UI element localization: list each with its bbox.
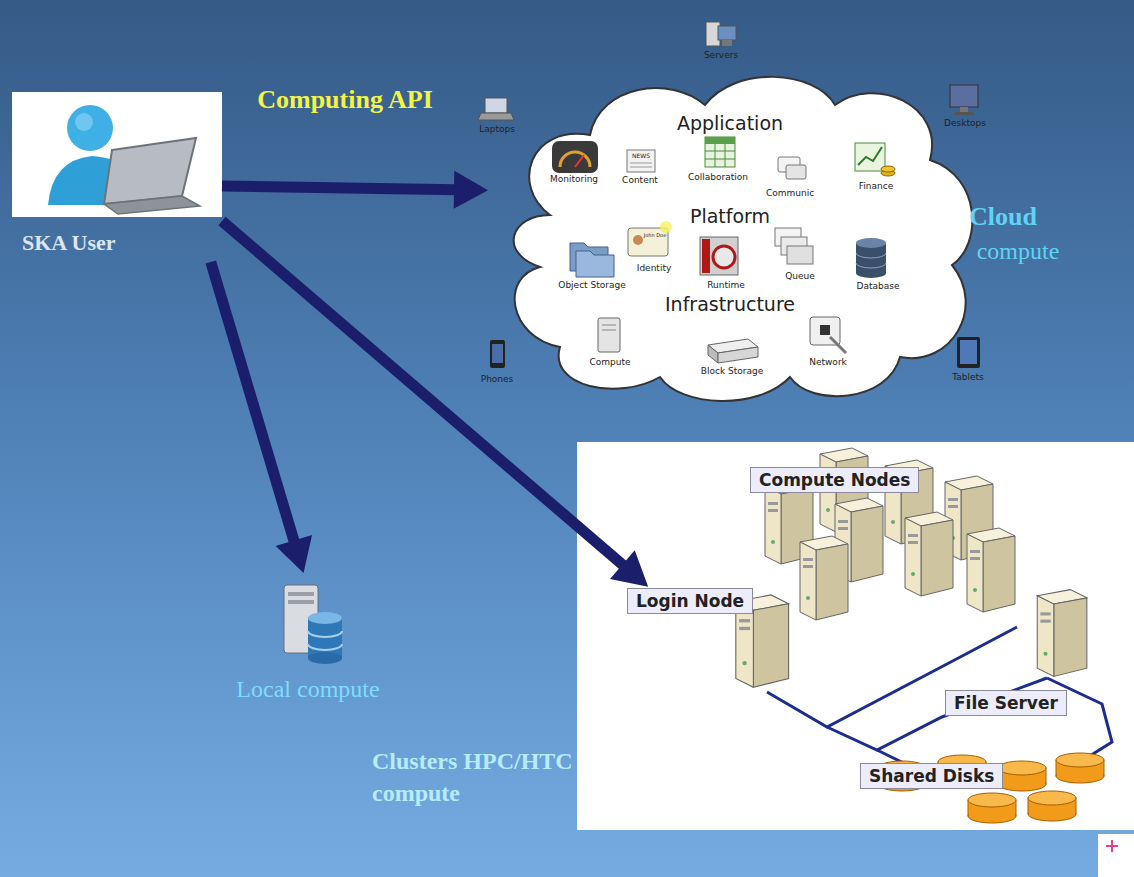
icon-label: Laptops — [479, 124, 515, 134]
icon-label: Network — [809, 357, 847, 367]
icon-label: Compute — [589, 357, 630, 367]
edge-label: Computing API — [250, 84, 440, 115]
tag-text: Login Node — [636, 591, 744, 611]
icon-label: NEWS — [632, 152, 650, 159]
icon-label: Collaboration — [688, 172, 748, 182]
icon-label: Queue — [785, 271, 815, 281]
node-text: SKA User — [22, 230, 212, 256]
icon-label: Object Storage — [558, 280, 625, 290]
icon-label: Finance — [859, 181, 893, 191]
node-text: Platform — [630, 205, 830, 228]
arrow-head — [610, 550, 648, 587]
node-text: Clusters HPC/HTC compute — [372, 745, 587, 809]
cloud-node: ApplicationPlatformInfrastructure — [490, 65, 980, 405]
icon-label: Runtime — [707, 280, 745, 290]
icon-label: Tablets — [952, 372, 984, 382]
file-server-tag: File Server — [945, 690, 1067, 716]
login-node-tag: Login Node — [627, 588, 753, 614]
node-text: Application — [630, 112, 830, 135]
connector-arrow — [222, 221, 648, 587]
connector-arrow — [222, 171, 488, 209]
arrow-head — [454, 171, 488, 209]
node-text: Infrastructure — [630, 293, 830, 316]
user-node: SKA User — [12, 92, 222, 262]
node-text: Local compute — [198, 675, 418, 704]
icon-label: Communic — [766, 188, 814, 198]
icon-label: Block Storage — [701, 366, 763, 376]
cluster-node: Clusters HPC/HTC computeCompute NodesLog… — [577, 442, 1134, 830]
local-compute-node: Local compute — [198, 575, 418, 705]
shared-disks-tag: Shared Disks — [860, 763, 1003, 789]
arrow-head — [276, 535, 312, 573]
connector-line — [222, 221, 624, 566]
icon-label: Cloud — [969, 202, 1037, 232]
icon-label: Content — [622, 175, 658, 185]
icon-label: compute — [977, 238, 1060, 265]
connector-line — [211, 262, 295, 542]
compute-nodes-tag: Compute Nodes — [750, 467, 919, 493]
tag-text: File Server — [954, 693, 1058, 713]
icon-label: Monitoring — [550, 174, 598, 184]
tag-text: Shared Disks — [869, 766, 994, 786]
icon-label: Servers — [704, 50, 738, 60]
tag-text: Compute Nodes — [759, 470, 910, 490]
icon-label: Identity — [637, 263, 672, 273]
connector-arrow — [211, 262, 312, 573]
icon-label: Phones — [481, 374, 514, 384]
icon-label: Desktops — [944, 118, 986, 128]
icon-label: Database — [857, 281, 900, 291]
connector-line — [222, 186, 456, 190]
icon-label: John Doe — [644, 232, 666, 238]
